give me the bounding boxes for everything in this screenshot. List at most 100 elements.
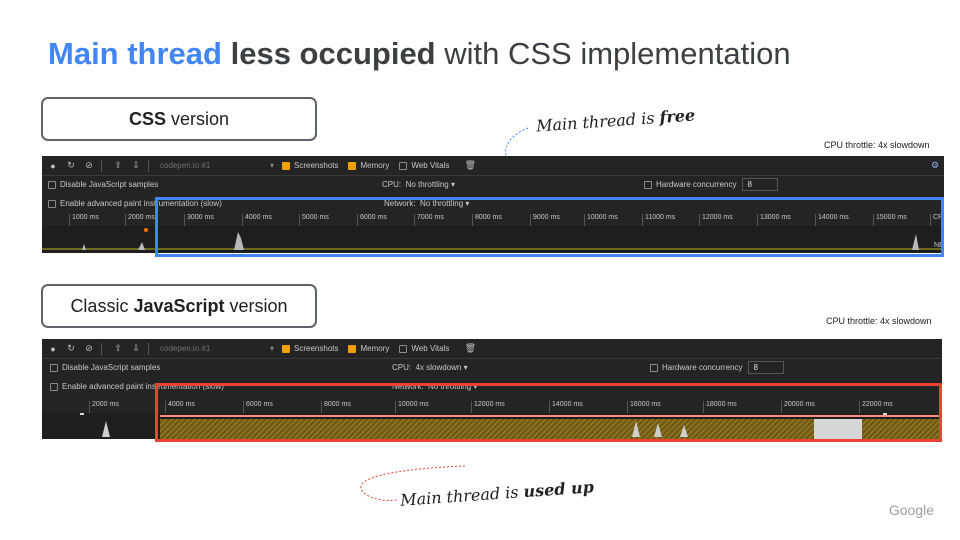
hardware-concurrency-checkbox[interactable]: Hardware concurrency 8 <box>644 178 779 191</box>
checkbox-icon <box>399 344 408 353</box>
disable-js-samples-checkbox[interactable]: Disable JavaScript samples <box>50 363 160 372</box>
memory-checkbox[interactable]: Memory <box>348 344 389 353</box>
css-cpu-activity-lane[interactable]: NE <box>42 226 944 253</box>
hardware-concurrency-input[interactable]: 8 <box>742 178 779 191</box>
checkbox-checked-icon <box>348 161 357 170</box>
js-annotation-emph: used up <box>522 477 595 502</box>
upload-icon[interactable]: ⇧ <box>114 343 122 353</box>
css-label-bold: CSS <box>128 108 166 129</box>
ruler-tick: 7000 ms <box>414 214 444 226</box>
memory-checkbox[interactable]: Memory <box>348 161 389 170</box>
css-annotation-emph: free <box>658 105 696 127</box>
ruler-tick: 14000 ms <box>815 214 849 226</box>
ruler-tick: 8000 ms <box>321 401 351 413</box>
trash-icon[interactable]: 🗑 <box>464 160 477 170</box>
record-icon[interactable]: ● <box>50 160 56 171</box>
upload-icon[interactable]: ⇧ <box>114 160 122 170</box>
record-icon[interactable]: ● <box>50 343 56 354</box>
checkbox-icon <box>48 199 56 208</box>
network-label: Network: <box>392 382 424 391</box>
css-settings-row-2: Enable advanced paint instrumentation (s… <box>42 194 944 213</box>
screenshots-label: Screenshots <box>294 161 339 170</box>
memory-label: Memory <box>360 161 390 170</box>
ruler-tick: 10000 ms <box>584 214 618 226</box>
checkbox-icon <box>48 180 56 189</box>
download-icon[interactable]: ⇩ <box>132 343 140 353</box>
web-vitals-checkbox[interactable]: Web Vitals <box>399 344 449 353</box>
marker-dot <box>144 228 148 232</box>
css-version-label: CSS version <box>41 97 317 141</box>
disable-js-samples-checkbox[interactable]: Disable JavaScript samples <box>48 180 158 189</box>
screenshot-block <box>814 419 862 439</box>
recording-select[interactable]: codepen.io #1 <box>160 344 211 353</box>
web-vitals-checkbox[interactable]: Web Vitals <box>399 161 449 170</box>
toolbar-separator <box>101 342 102 355</box>
js-label-bold: JavaScript <box>133 295 225 316</box>
gear-icon[interactable]: ⚙ <box>930 160 940 170</box>
ruler-tick: 2000 ms <box>89 401 119 413</box>
ruler-tick: 18000 ms <box>703 401 737 413</box>
network-throttle-select[interactable]: Network: No throttling ▾ <box>384 199 469 208</box>
cpu-throttle-select[interactable]: CPU: No throttling ▾ <box>382 180 455 189</box>
css-settings-row-1: Disable JavaScript samples CPU: No throt… <box>42 175 944 194</box>
js-annotation-arrow <box>360 465 466 501</box>
ruler-tick: 8000 ms <box>472 214 502 226</box>
checkbox-icon <box>644 180 652 189</box>
css-throttle-note: CPU throttle: 4x slowdown <box>824 140 930 150</box>
ruler-tick: 14000 ms <box>549 401 583 413</box>
js-label-rest: version <box>229 295 288 316</box>
css-cpu-chart: NE <box>42 228 944 250</box>
clear-icon[interactable]: ⊘ <box>85 160 93 170</box>
js-timeline-ruler: 2000 ms 4000 ms 6000 ms 8000 ms 10000 ms… <box>42 401 942 413</box>
js-highlight-box <box>155 383 942 442</box>
css-label-rest: version <box>170 108 230 129</box>
hardware-concurrency-input[interactable]: 8 <box>748 361 785 374</box>
js-cpu-activity-lane[interactable] <box>42 403 942 439</box>
ruler-tick: 1000 ms <box>69 214 99 226</box>
screenshots-label: Screenshots <box>294 344 339 353</box>
cpu-throttle-select[interactable]: CPU: 4x slowdown ▾ <box>392 363 468 372</box>
ruler-edge-label: CP <box>930 214 943 226</box>
busy-main-thread-fill <box>160 419 942 439</box>
chevron-down-icon: ▾ <box>473 382 478 391</box>
checkbox-icon <box>399 161 408 170</box>
chevron-down-icon[interactable]: ▾ <box>270 161 275 170</box>
css-timeline-ruler: 1000 ms 2000 ms 3000 ms 4000 ms 5000 ms … <box>42 214 944 226</box>
trash-icon[interactable]: 🗑 <box>464 343 477 353</box>
js-version-label: Classic JavaScript version <box>41 284 317 328</box>
recording-select[interactable]: codepen.io #1 <box>160 161 211 170</box>
checkbox-icon <box>650 363 658 372</box>
clear-icon[interactable]: ⊘ <box>85 343 93 353</box>
ruler-tick: 12000 ms <box>699 214 733 226</box>
download-icon[interactable]: ⇩ <box>132 160 140 170</box>
lane-edge-label: NE <box>934 242 944 249</box>
reload-icon[interactable]: ↻ <box>67 343 75 353</box>
web-vitals-label: Web Vitals <box>411 161 450 170</box>
chevron-down-icon: ▾ <box>463 363 468 372</box>
ruler-tick: 10000 ms <box>395 401 429 413</box>
css-devtools-panel: ● ↻ ⊘ ⇧ ⇩ codepen.io #1 ▾ Screenshots Me… <box>42 156 944 253</box>
network-throttle-select[interactable]: Network: No throttling ▾ <box>392 382 477 391</box>
js-label-prefix: Classic <box>70 295 129 316</box>
cpu-baseline <box>42 248 944 250</box>
cpu-label: CPU: <box>382 180 402 189</box>
screenshots-checkbox[interactable]: Screenshots <box>282 344 338 353</box>
checkbox-checked-icon <box>282 344 291 353</box>
css-highlight-box <box>155 197 944 257</box>
ruler-tick: 20000 ms <box>781 401 815 413</box>
ruler-tick: 3000 ms <box>184 214 214 226</box>
ruler-tick: 4000 ms <box>242 214 272 226</box>
js-throttle-note: CPU throttle: 4x slowdown <box>826 316 932 326</box>
chevron-down-icon[interactable]: ▾ <box>270 344 275 353</box>
title-highlight: Main thread <box>48 36 222 71</box>
ruler-tick: 6000 ms <box>357 214 387 226</box>
hardware-label: Hardware concurrency <box>656 180 737 189</box>
range-handle-left[interactable] <box>80 403 84 415</box>
advanced-paint-checkbox[interactable]: Enable advanced paint instrumentation (s… <box>48 199 222 208</box>
advanced-paint-checkbox[interactable]: Enable advanced paint instrumentation (s… <box>50 382 224 391</box>
screenshots-checkbox[interactable]: Screenshots <box>282 161 338 170</box>
js-cpu-chart <box>80 403 942 439</box>
css-toolbar: ● ↻ ⊘ ⇧ ⇩ codepen.io #1 ▾ Screenshots Me… <box>42 156 944 176</box>
reload-icon[interactable]: ↻ <box>67 160 75 170</box>
